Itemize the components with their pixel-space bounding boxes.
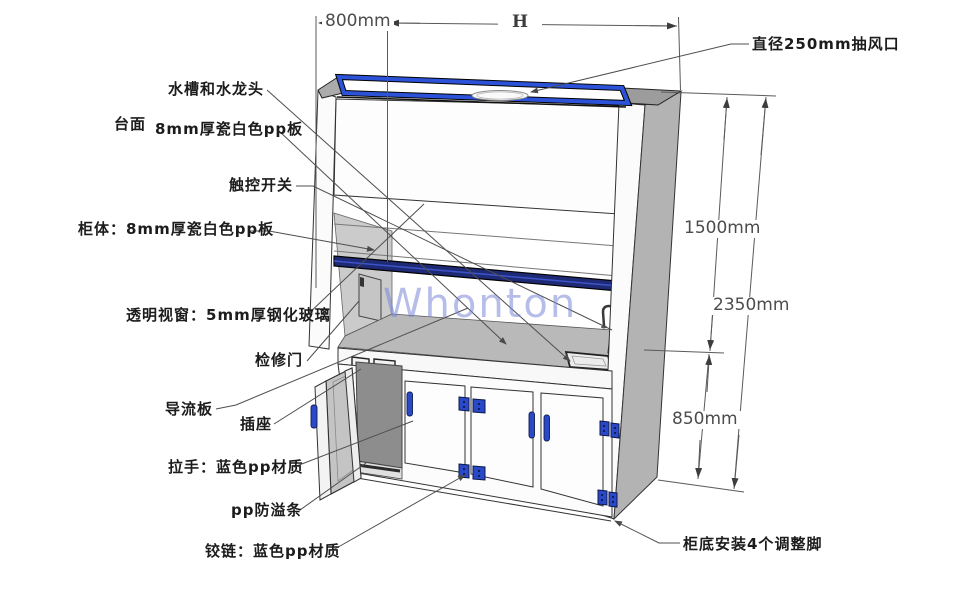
label-adjust-feet: 柜底安装4个调整脚 [683, 535, 823, 553]
label-access-door: 检修门 [254, 351, 303, 369]
access-door [358, 273, 382, 322]
exhaust-port-opening [471, 90, 529, 101]
label-baffle: 导流板 [164, 400, 213, 418]
cabinet-door [470, 386, 534, 488]
door-handle [406, 391, 550, 442]
dim-top-depth: 800mm [322, 12, 394, 31]
label-exhaust-port: 直径250mm抽风口 [752, 35, 900, 53]
cabinet-door [404, 380, 466, 474]
label-worktop-spec: 8mm厚瓷白色pp板 [155, 120, 304, 138]
dim-total-height: 2350mm [710, 296, 793, 315]
base-cabinet [310, 361, 620, 522]
interior [333, 212, 631, 372]
label-worktop: 台面 [114, 115, 147, 133]
door-handle [310, 404, 318, 429]
watermark: Whonton [383, 281, 578, 327]
label-hinge: 铰链：蓝色pp材质 [205, 542, 341, 560]
dim-base-height: 850mm [669, 410, 741, 429]
hinge-screws [462, 400, 617, 504]
sash-window [333, 98, 620, 292]
door-hinge [458, 396, 620, 508]
label-window: 透明视窗：5mm厚钢化玻璃 [126, 306, 331, 324]
label-cabinet-body: 柜体：8mm厚瓷白色pp板 [78, 220, 275, 238]
top-frame [317, 73, 633, 108]
dim-upper-height: 1500mm [681, 219, 764, 238]
overflow-strip [356, 463, 401, 473]
label-socket: 插座 [240, 415, 273, 433]
dim-width-symbol: H [498, 12, 543, 32]
label-touch-switch: 触控开关 [228, 176, 293, 194]
label-overflow-strip: pp防溢条 [231, 501, 303, 519]
label-handle: 拉手：蓝色pp材质 [168, 458, 304, 476]
sink [564, 350, 614, 371]
label-sink-faucet: 水槽和水龙头 [167, 80, 264, 98]
leader-lines [215, 43, 749, 551]
cabinet-door [540, 392, 604, 507]
open-door [310, 361, 403, 501]
